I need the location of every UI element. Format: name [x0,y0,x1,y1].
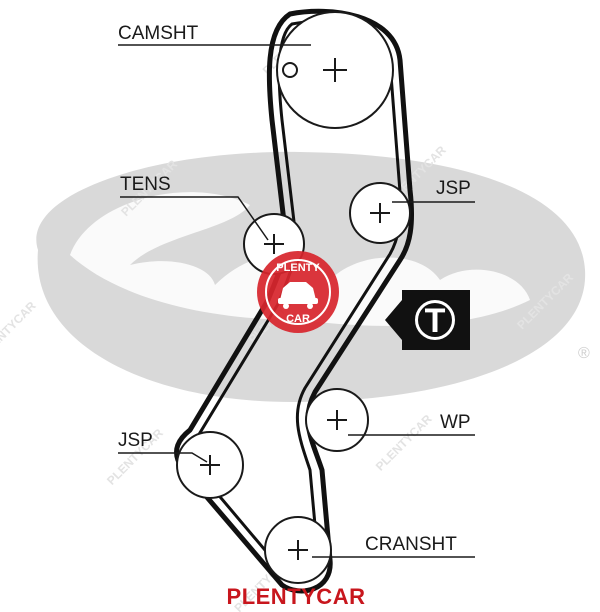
marker-letter: T [425,302,446,340]
jsp-upper-pulley [349,182,411,244]
timing-mark-icon [282,62,298,78]
leader-jsp-lower [118,452,208,463]
jsp-lower-pulley [176,431,244,499]
watermark-registered: ® [578,345,590,362]
label-jsp-upper: JSP [436,178,471,199]
leader-lines [118,44,475,558]
plentycar-badge: PLENTY CAR [257,251,339,333]
crankshaft-pulley [264,516,332,584]
badge-bottom-text: CAR [286,313,310,325]
tensioner-marker: T [385,290,470,350]
label-water-pump: WP [440,412,471,433]
car-icon [278,282,318,309]
camshaft-pulley [276,11,394,129]
label-camshaft: CAMSHT [118,23,199,44]
watermark-text: PLENTYCAR [0,298,39,360]
watermark-text: PLENTYCAR [373,412,435,474]
label-crankshaft: CRANSHT [365,534,457,555]
label-jsp-lower: JSP [118,430,153,451]
label-tensioner: TENS [120,174,171,195]
badge-top-text: PLENTY [276,262,320,274]
leader-tens [120,196,269,241]
footer-brand: PLENTYCAR [227,584,366,609]
water-pump-pulley [305,388,369,452]
